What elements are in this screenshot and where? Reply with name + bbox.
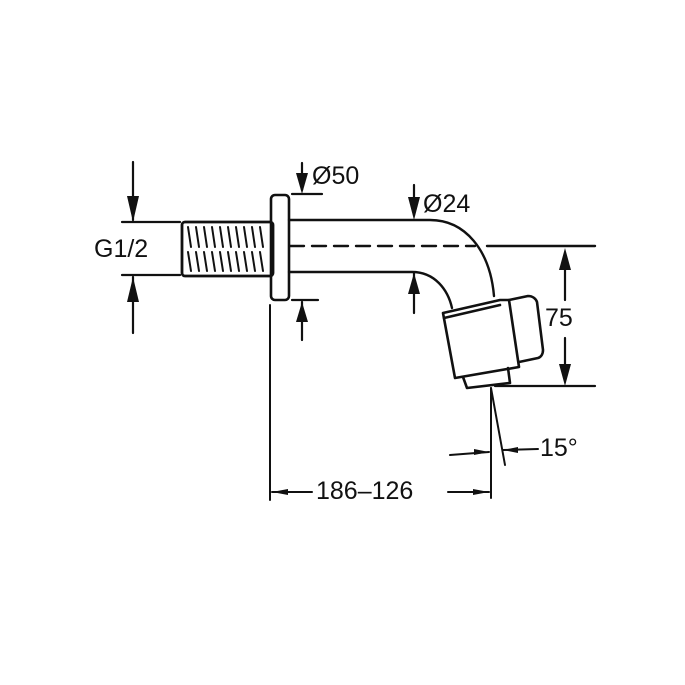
- height-label: 75: [545, 304, 573, 332]
- projection-dimension: [269, 304, 539, 501]
- aerator: [441, 294, 545, 390]
- spout-diameter-dimension: [408, 183, 420, 315]
- threaded-connector: [180, 220, 275, 278]
- angle-label: 15°: [540, 434, 578, 462]
- height-dimension: [493, 248, 597, 388]
- flange-diameter-label: Ø50: [312, 162, 360, 190]
- thread-label: G1/2: [94, 235, 149, 263]
- spout-diameter-label: Ø24: [423, 190, 471, 218]
- flange: [269, 193, 291, 302]
- thread-dimension: [120, 160, 182, 335]
- spout-pipe: [287, 218, 597, 310]
- projection-label: 186–126: [316, 477, 414, 505]
- flange-diameter-dimension: [290, 161, 324, 342]
